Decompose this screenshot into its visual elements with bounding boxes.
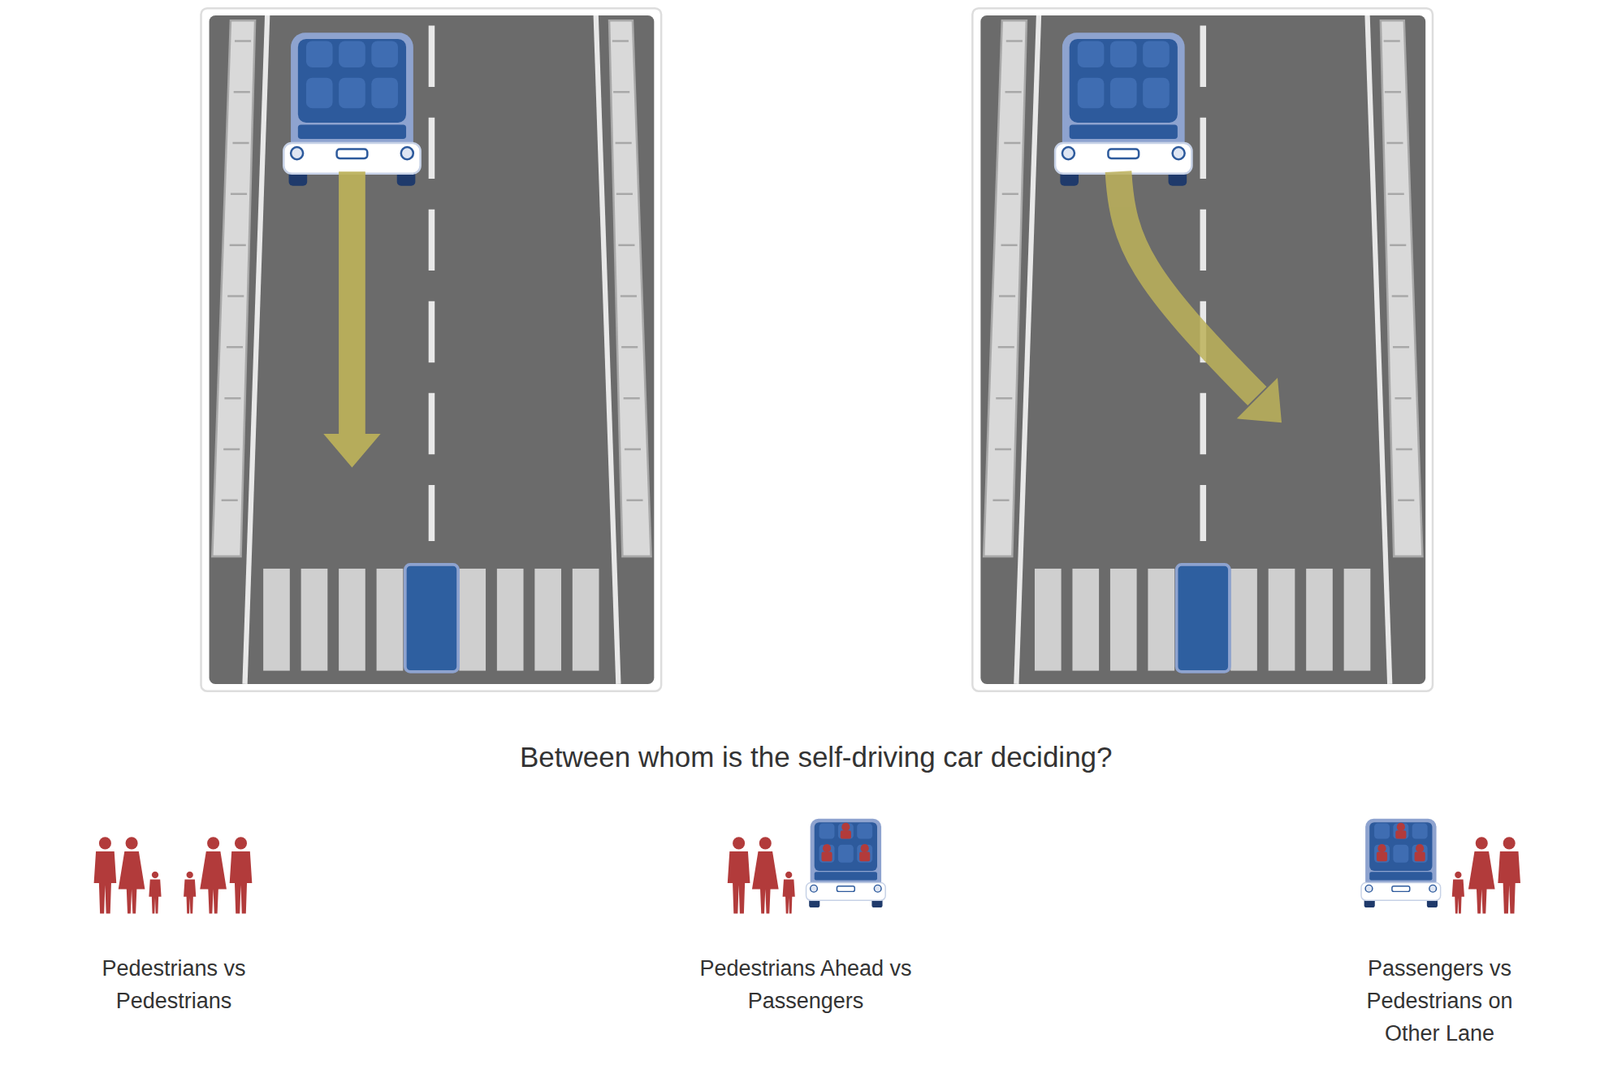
question-heading: Between whom is the self-driving car dec… [519,739,1113,775]
option-label: Passengers vs Pedestrians on Other Lane [1352,951,1527,1050]
option-label: Pedestrians vs Pedestrians [80,951,268,1017]
option-label: Pedestrians Ahead vs Passengers [696,951,916,1017]
